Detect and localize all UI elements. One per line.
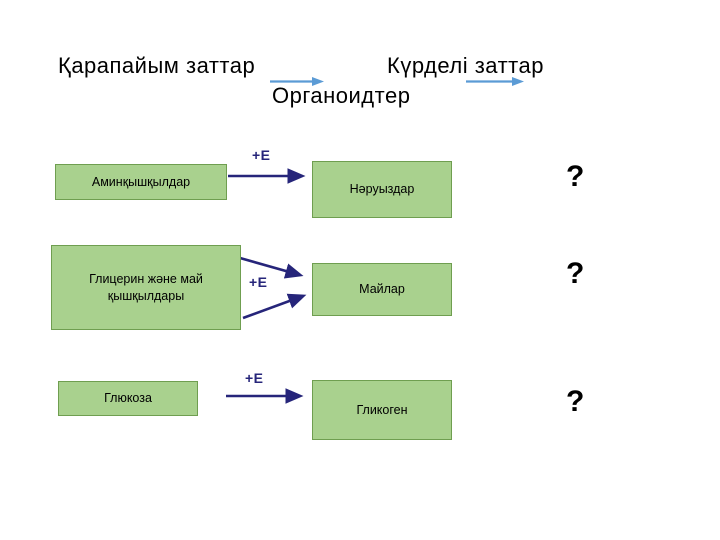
box-amino-acids: Аминқышқылдар [55,164,227,200]
box-glycerin-text: Глицерин және май қышқылдары [89,271,203,305]
question-mark-fats: ? [566,257,585,290]
box-fats: Майлар [312,263,452,316]
header-arrow-left-icon [270,74,324,88]
box-glycogen: Гликоген [312,380,452,440]
box-proteins: Нәруыздар [312,161,452,218]
header-title-complex-substances: Күрделі заттар [387,53,544,78]
header-arrow-right-icon [466,74,524,88]
enzyme-label-proteins: +Е [252,147,271,163]
question-mark-glycogen: ? [566,385,585,418]
box-glycerin-line-2: қышқылдары [107,288,185,303]
box-glucose: Глюкоза [58,381,198,416]
enzyme-label-glycogen: +Е [245,370,264,386]
enzyme-label-fats: +Е [249,274,268,290]
header-label-organoids: Органоидтер [272,83,411,108]
arrow-glycerin-to-fats-upper [239,256,304,279]
box-glycerin-line-1: Глицерин және май [89,271,203,286]
question-mark-proteins: ? [566,160,585,193]
box-glycerin-fatty-acids: Глицерин және май қышқылдары [51,245,241,330]
arrow-glycerin-to-fats-lower [242,293,307,320]
header-title-simple-substances: Қарапайым заттар [58,53,256,78]
